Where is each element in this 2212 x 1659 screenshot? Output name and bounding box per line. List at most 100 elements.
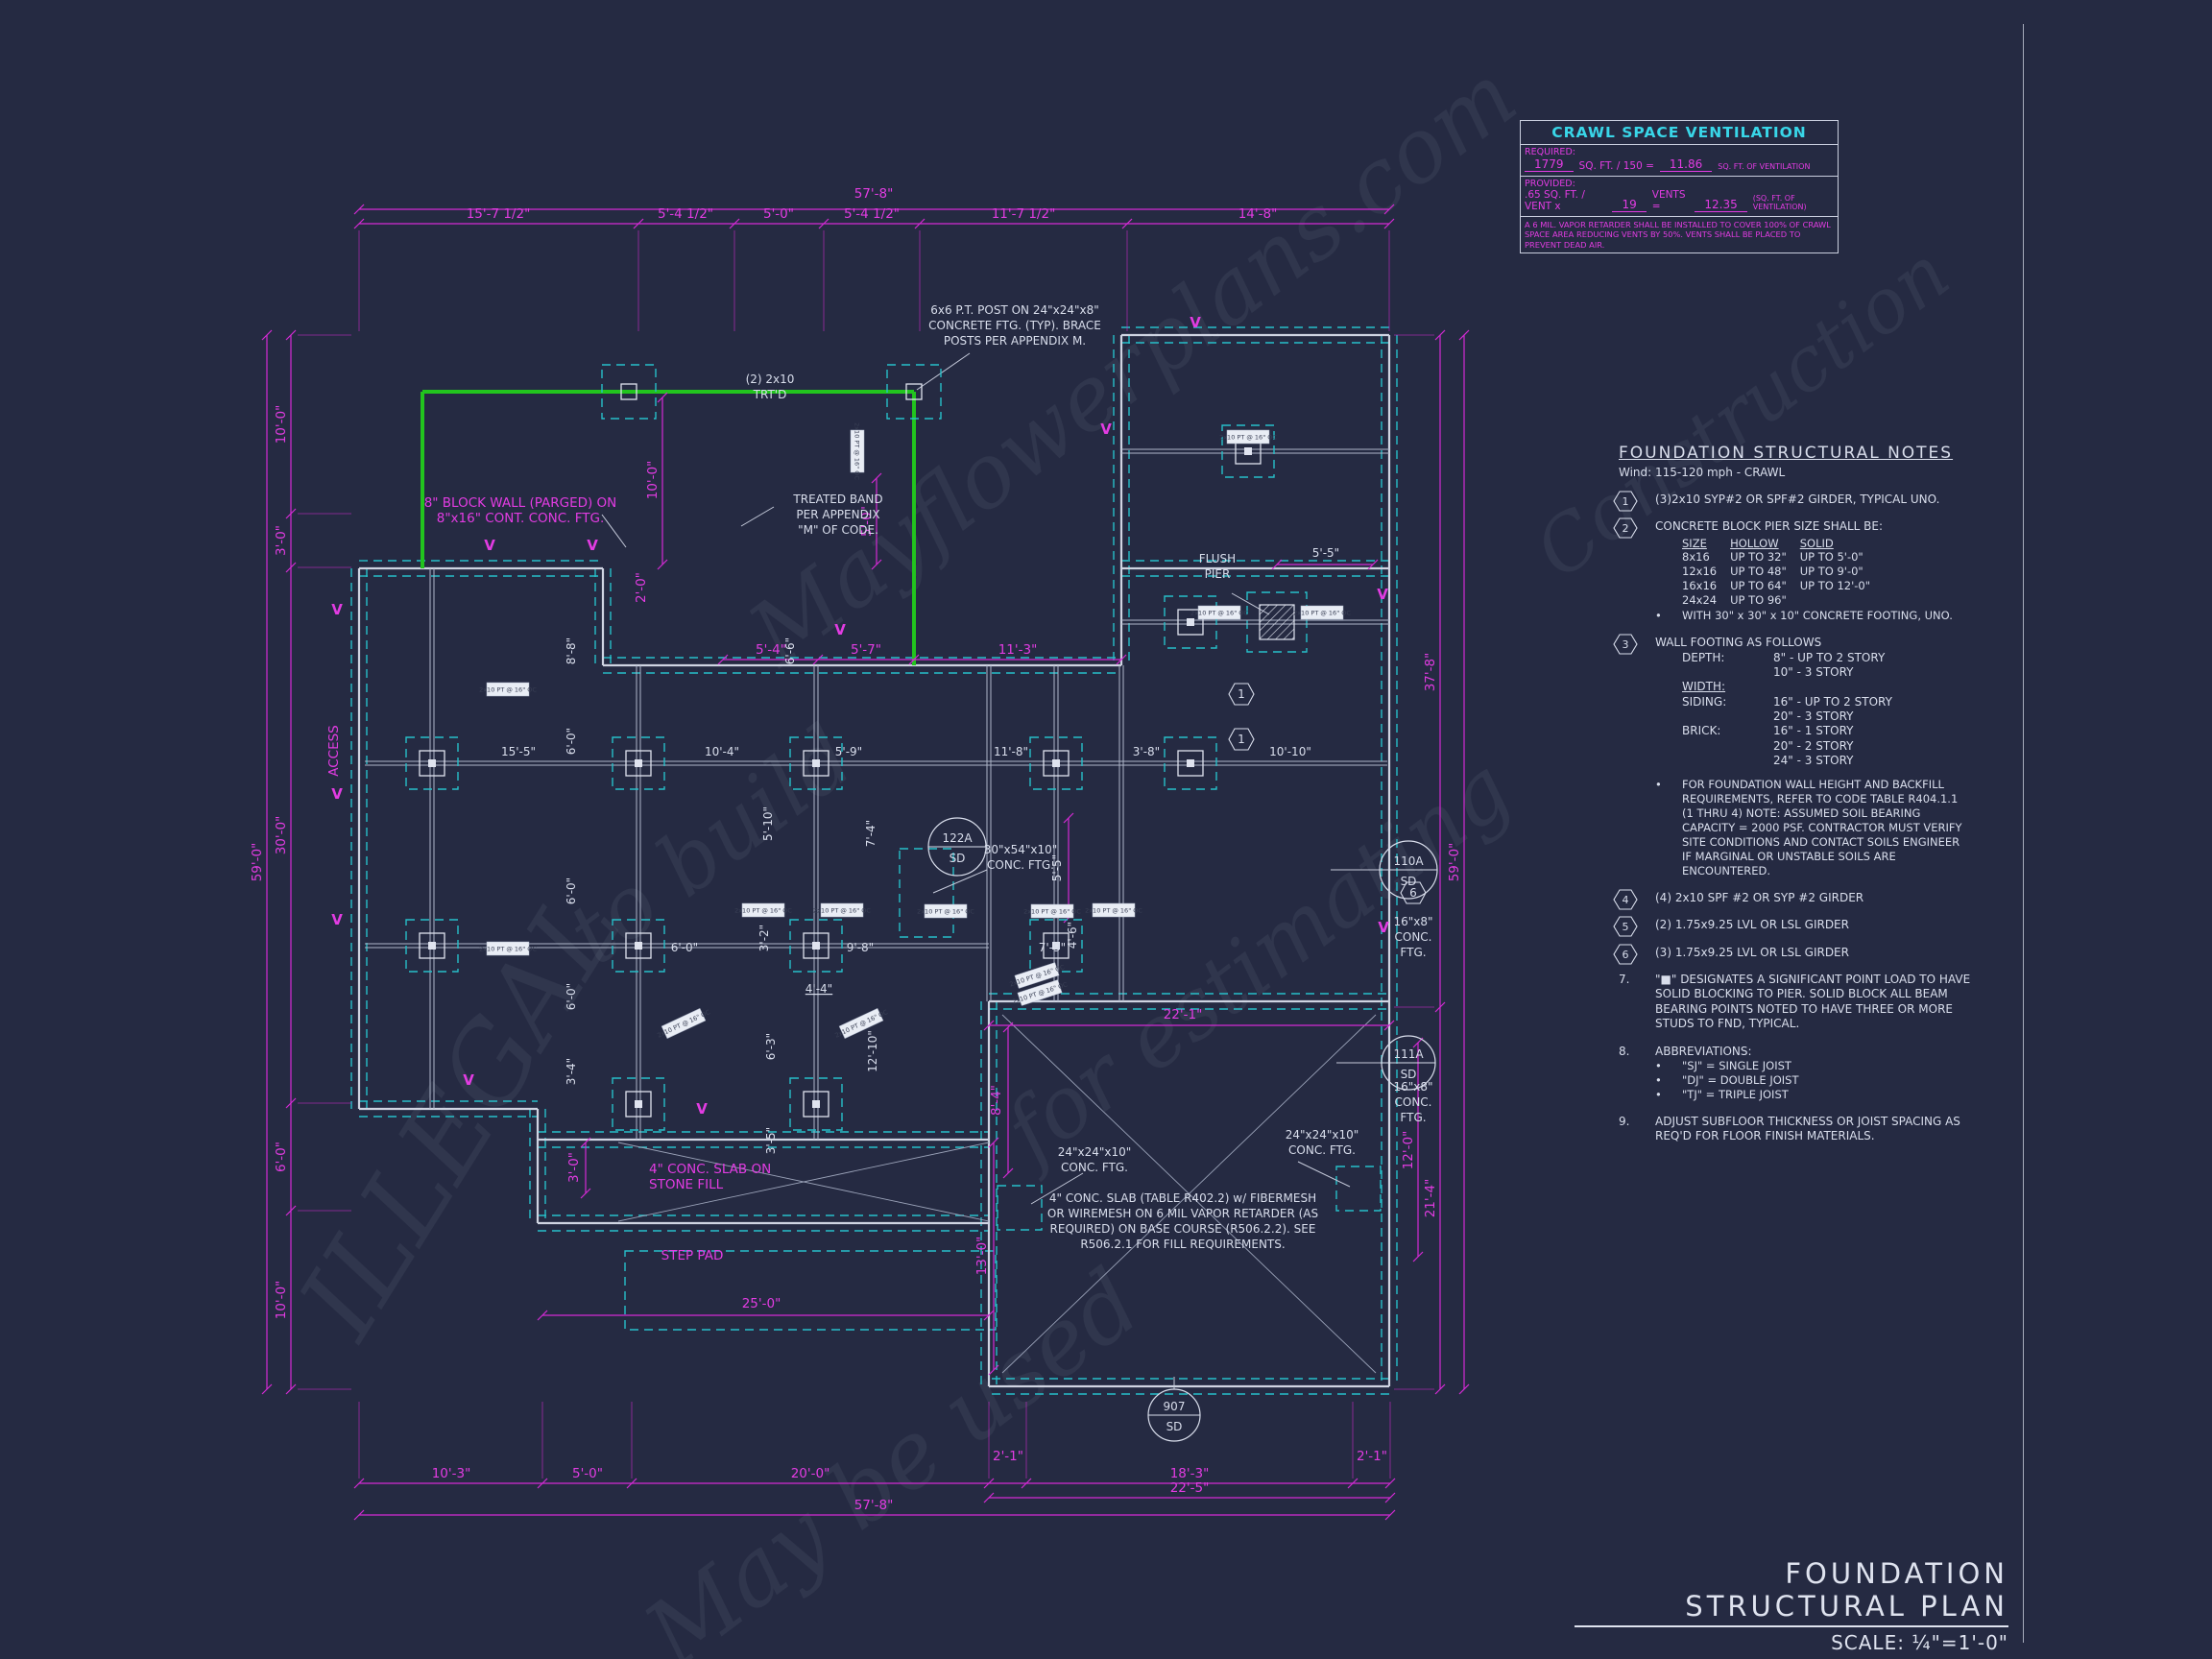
provided-unit: (SQ. FT. OF VENTILATION) <box>1752 194 1807 211</box>
note-item: 22.CONCRETE BLOCK PIER SIZE SHALL BE:SIZ… <box>1613 517 2020 623</box>
dimension-label: 3'-8" <box>1133 745 1160 758</box>
note-item: 9.ADJUST SUBFLOOR THICKNESS OR JOIST SPA… <box>1619 1115 2020 1144</box>
note-item-text: (3) 1.75x9.25 LVL OR LSL GIRDER <box>1655 945 1849 959</box>
dimension-label: 6'-0" <box>671 941 698 954</box>
note-item-number: 33. <box>1613 634 1655 878</box>
svg-text:2x10 PT @ 16" OC: 2x10 PT @ 16" OC <box>813 907 871 915</box>
dimension-label: 3'-2" <box>757 925 771 951</box>
note-reference-number: 1 <box>1238 733 1245 746</box>
annotation-label: TREATED BAND <box>792 493 882 506</box>
notes-wind-criteria: Wind: 115-120 mph - CRAWL <box>1619 466 1786 479</box>
joist-label-tag: 2x10 PT @ 16" OC <box>479 682 537 697</box>
dimension-label: 11'-3" <box>998 642 1038 658</box>
dimension-label: 11'-7 1/2" <box>992 206 1056 222</box>
vent-marker: V <box>1378 919 1389 936</box>
dimension-label: 25'-0" <box>742 1296 781 1311</box>
joist-label-tag: 2x10 PT @ 16" OC <box>813 902 871 918</box>
note-item-number: 7. <box>1619 973 1630 987</box>
dimension-label: 37'-8" <box>1423 653 1438 692</box>
joist-label-tag: 2x10 PT @ 16" OC <box>1219 429 1277 445</box>
dimension-label: 5'-4 1/2" <box>844 206 900 222</box>
provided-formula: .65 SQ. FT. / VENT x <box>1525 189 1585 212</box>
note-number-hexagon-icon: 6 <box>1613 943 1638 969</box>
dimension-label: 10'-0" <box>274 1281 289 1320</box>
svg-text:2x10 PT @ 16" OC: 2x10 PT @ 16" OC <box>1023 908 1081 916</box>
detail-sheet: SD <box>950 852 966 865</box>
dimension-label: 14'-8" <box>1238 206 1278 222</box>
vent-marker: V <box>331 601 343 618</box>
dimension-label: 57'-8" <box>854 1498 894 1513</box>
note-reference-hexagon-icon <box>1228 683 1255 706</box>
note-reference-number: 6 <box>1409 886 1417 900</box>
ventilation-required-row: REQUIRED: 1779 SQ. FT. / 150 = 11.86 SQ.… <box>1521 145 1838 177</box>
note-bullet: •WITH 30" x 30" x 10" CONCRETE FOOTING, … <box>1655 609 1953 623</box>
provided-result-value: 12.35 <box>1695 198 1747 212</box>
svg-text:2x10 PT @ 16" OC: 2x10 PT @ 16" OC <box>734 907 792 915</box>
title-block: FOUNDATION STRUCTURAL PLAN SCALE: ¼"=1'-… <box>1575 1557 2008 1659</box>
note-item-number: 9. <box>1619 1114 1630 1128</box>
dimension-label: 7'-4" <box>864 820 878 847</box>
dimension-label: 5'-7" <box>851 642 881 658</box>
dimension-label: 5'-5" <box>1050 854 1064 881</box>
sheet-divider-line <box>2023 24 2024 1643</box>
joist-label-tag: 2x10 PT @ 16" OC <box>1190 605 1248 620</box>
dimension-label: 12'-10" <box>866 1030 879 1072</box>
vent-marker: V <box>463 1071 474 1089</box>
note-bullet-paragraph: •FOR FOUNDATION WALL HEIGHT AND BACKFILL… <box>1655 778 1962 878</box>
dimension-label: 6'-0" <box>565 878 578 904</box>
dimension-label: 59'-0" <box>250 843 265 882</box>
vents-eq: VENTS = <box>1651 189 1686 212</box>
detail-number: 110A <box>1393 854 1424 868</box>
dimension-label: 3'-5" <box>764 1127 778 1154</box>
annotation-label: 30"x54"x10" <box>984 843 1058 856</box>
sheet-scale: SCALE: ¼"=1'-0" <box>1831 1631 2008 1654</box>
required-label: REQUIRED: <box>1525 147 1575 157</box>
note-reference-hexagon-icon <box>1400 881 1427 904</box>
dimension-label: 5'-5" <box>1312 546 1339 560</box>
annotation-label: R506.2.1 FOR FILL REQUIREMENTS. <box>1080 1238 1285 1251</box>
svg-text:2x10 PT @ 16" OC: 2x10 PT @ 16" OC <box>1190 610 1248 617</box>
annotation-label: FLUSH <box>1199 552 1236 565</box>
dimension-label: 5'-0" <box>763 206 794 222</box>
detail-sheet: SD <box>1166 1420 1183 1433</box>
note-item: 11.(3)2x10 SYP#2 OR SPF#2 GIRDER, TYPICA… <box>1613 491 2020 512</box>
notes-item-list: 11.(3)2x10 SYP#2 OR SPF#2 GIRDER, TYPICA… <box>1613 491 2020 1144</box>
vent-marker: V <box>696 1100 708 1118</box>
annotation-label: CONC. FTG. <box>987 858 1054 872</box>
vent-marker: V <box>331 911 343 928</box>
svg-text:2x10 PT @ 16" OC: 2x10 PT @ 16" OC <box>479 686 537 694</box>
required-result-value: 11.86 <box>1659 157 1713 172</box>
dimension-lines <box>261 204 1470 1521</box>
dimension-label: 22'-1" <box>1164 1007 1203 1022</box>
ventilation-provided-row: PROVIDED: .65 SQ. FT. / VENT x 19 VENTS … <box>1521 177 1838 217</box>
svg-text:1: 1 <box>1623 495 1629 508</box>
dimension-label: 8'-8" <box>565 637 578 664</box>
dimension-label: 5'-0" <box>572 1466 603 1481</box>
ventilation-table-title: CRAWL SPACE VENTILATION <box>1521 121 1838 145</box>
note-item-number: 55. <box>1613 916 1655 937</box>
dimension-label: 7'-9" <box>1039 941 1066 954</box>
svg-text:2x10 PT @ 16" OC: 2x10 PT @ 16" OC <box>854 422 861 480</box>
leader-lines <box>601 352 1382 1389</box>
note-item-text: (3)2x10 SYP#2 OR SPF#2 GIRDER, TYPICAL U… <box>1655 493 1940 506</box>
required-unit: SQ. FT. OF VENTILATION <box>1718 162 1811 171</box>
vent-marker: V <box>1190 314 1201 331</box>
note-reference-hexagon-icon <box>1228 728 1255 751</box>
footing-dashed-lines <box>350 326 1398 1395</box>
annotation-label: CONC. <box>1395 930 1432 944</box>
note-item: 8.ABBREVIATIONS:•"SJ" = SINGLE JOIST•"DJ… <box>1619 1045 2020 1102</box>
dimension-label: 4'-4" <box>805 982 832 996</box>
brace-x-lines <box>617 1014 1377 1374</box>
svg-text:2x10 PT @ 16" OC: 2x10 PT @ 16" OC <box>1085 907 1142 915</box>
dimension-label: 10'-10" <box>1269 745 1311 758</box>
svg-text:5: 5 <box>1623 921 1629 933</box>
detail-number: 907 <box>1164 1400 1186 1413</box>
dimension-label: 57'-8" <box>854 186 894 202</box>
dimension-label: 4'-6" <box>1066 922 1079 949</box>
